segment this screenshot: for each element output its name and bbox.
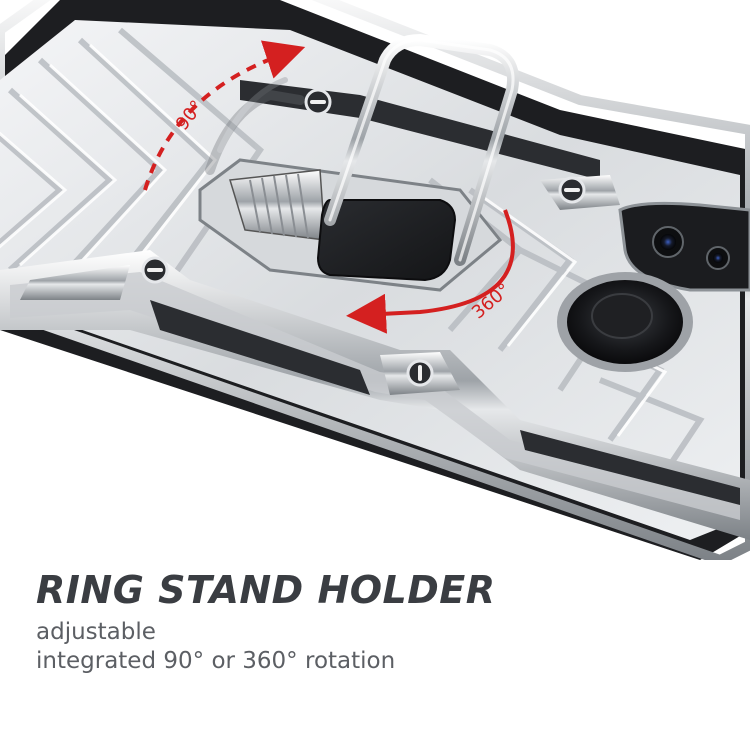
camera-lens-icon bbox=[706, 246, 730, 270]
fingerprint-cutout bbox=[557, 272, 693, 372]
feature-line-rotation: integrated 90° or 360° rotation bbox=[36, 648, 396, 674]
camera-module bbox=[618, 201, 750, 292]
screw-icon bbox=[406, 359, 434, 387]
ring-motion-trail bbox=[205, 77, 305, 175]
screw-icon bbox=[558, 176, 586, 204]
feature-headline: RING STAND HOLDER bbox=[36, 568, 496, 612]
screw-heads bbox=[141, 88, 586, 387]
screw-icon bbox=[141, 256, 169, 284]
ring-stand bbox=[324, 33, 519, 266]
feature-line-adjustable: adjustable bbox=[36, 619, 156, 645]
phone-case-illustration: 90° 360° bbox=[0, 0, 750, 560]
feature-caption: RING STAND HOLDER adjustable integrated … bbox=[36, 566, 726, 676]
screw-icon bbox=[304, 88, 332, 116]
ring-holder-base bbox=[198, 158, 503, 292]
camera-lens-icon bbox=[652, 226, 684, 258]
